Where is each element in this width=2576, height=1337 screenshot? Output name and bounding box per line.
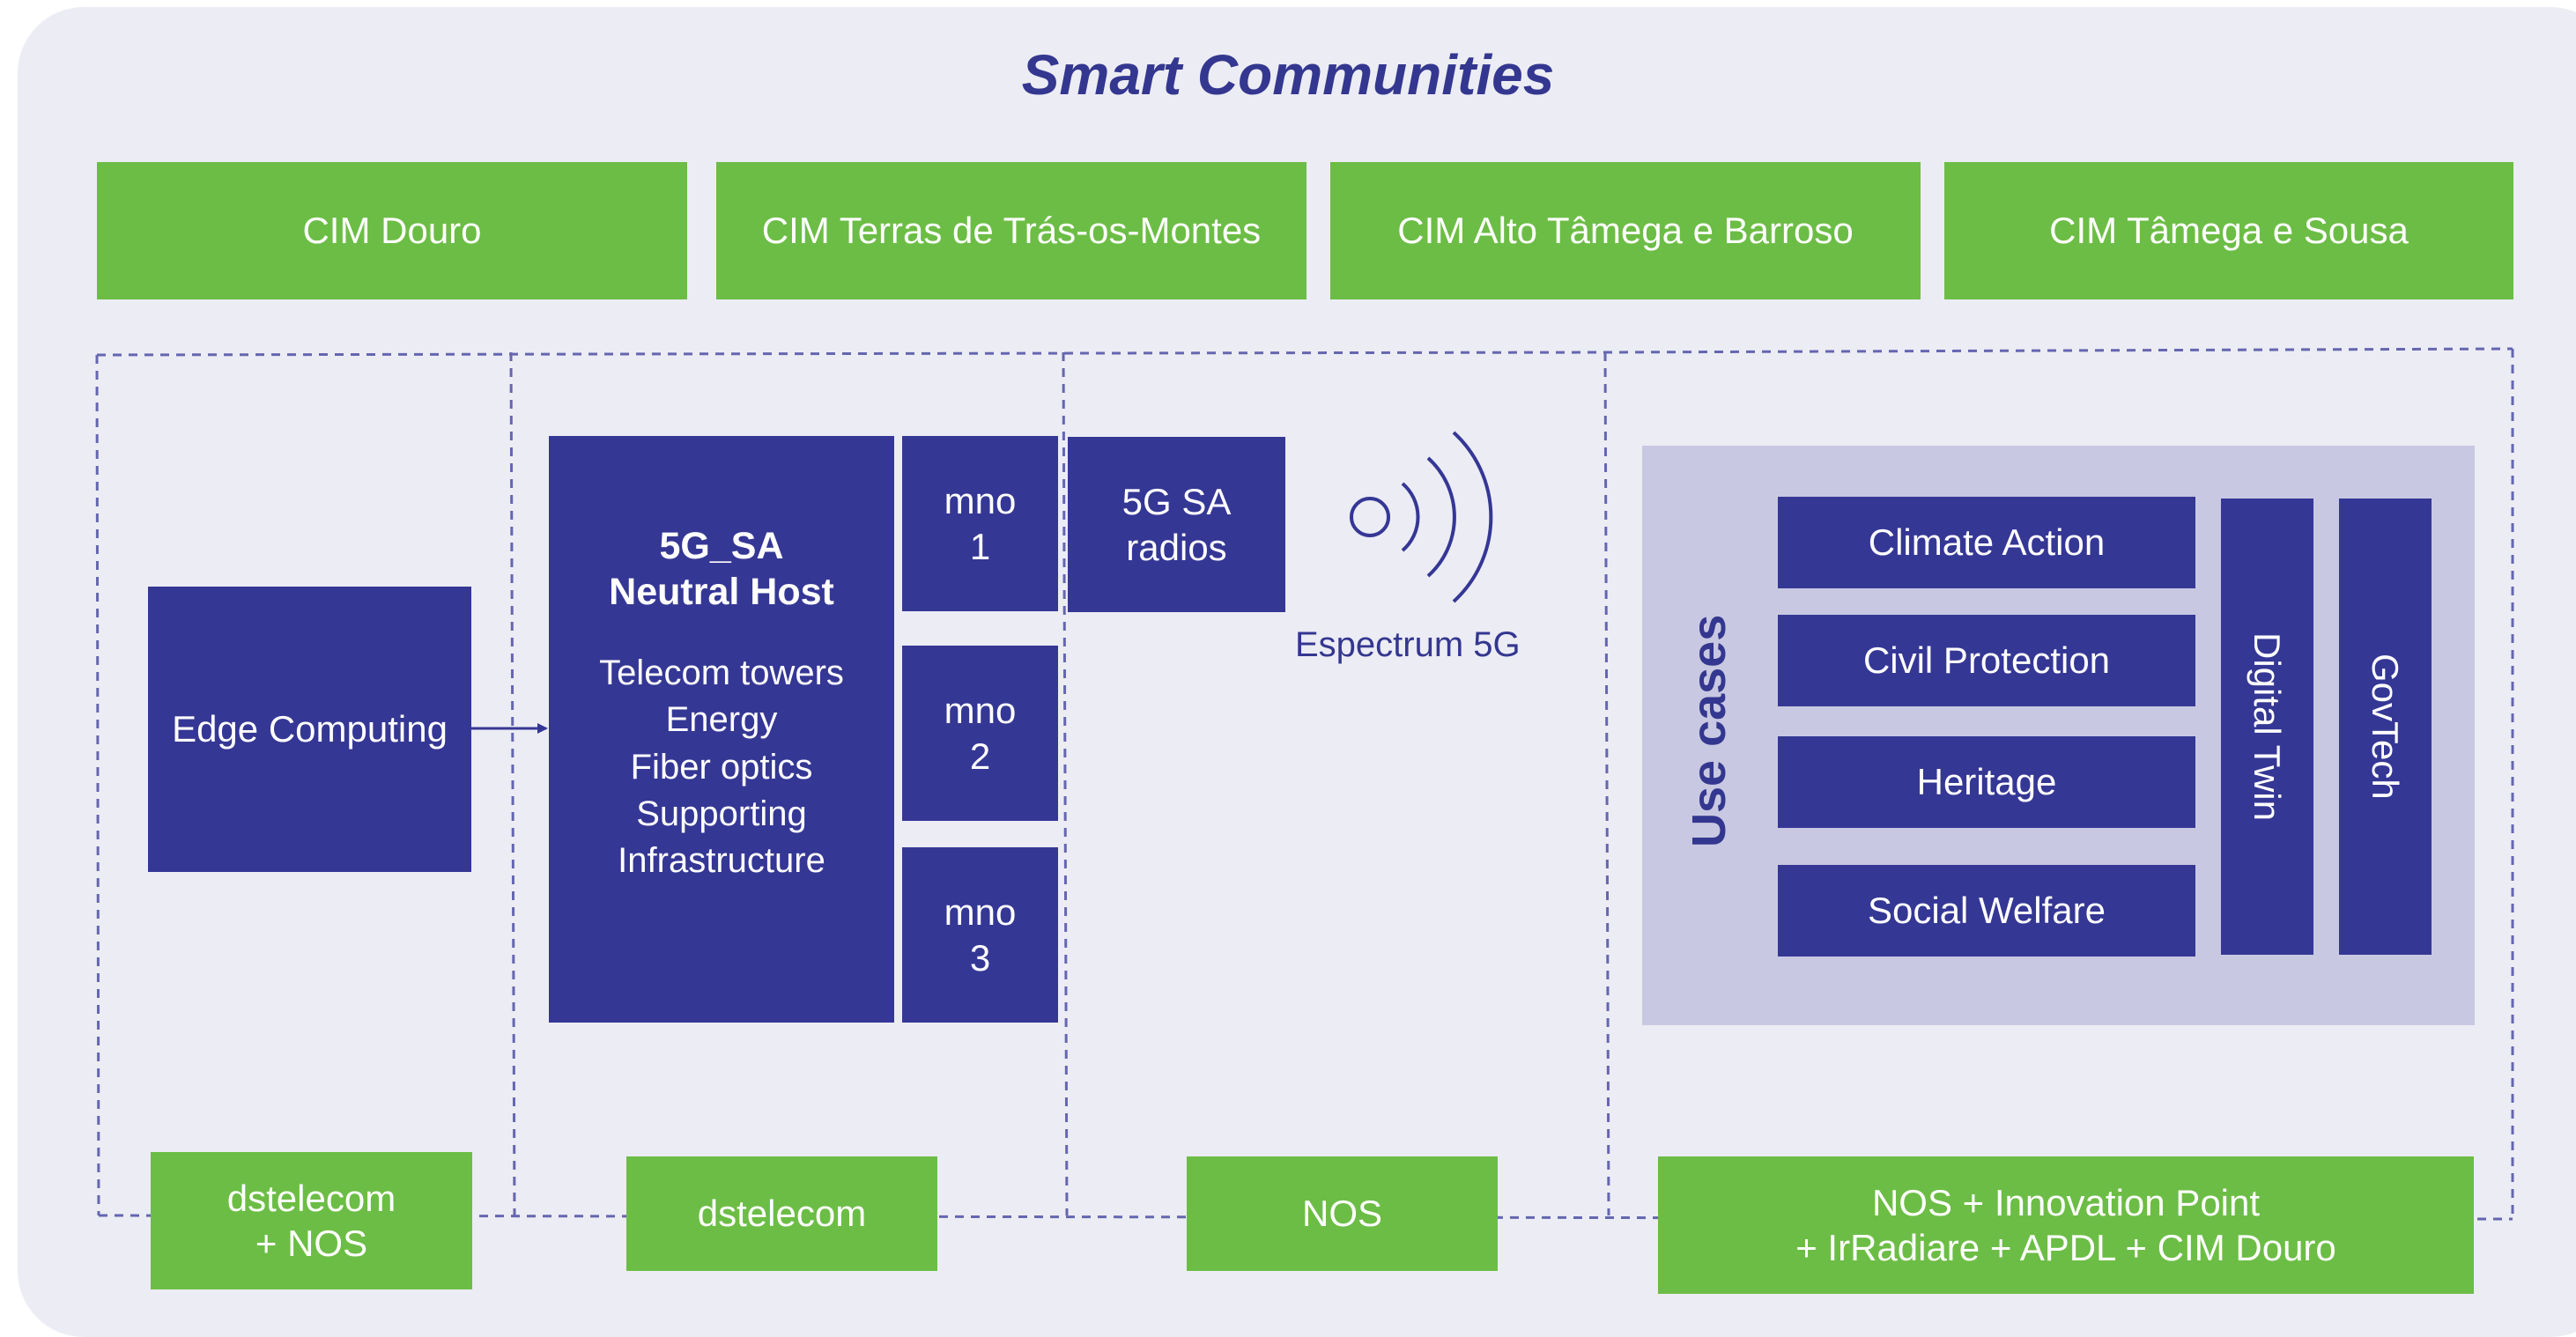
- use-case-civil-protection: Civil Protection: [1778, 615, 2195, 706]
- mno-2-box: mno 2: [902, 646, 1058, 821]
- neutral-host-box: 5G_SA Neutral Host Telecom towers Energy…: [549, 436, 894, 1023]
- use-cases-label: Use cases: [1683, 614, 1736, 848]
- govtech-label: GovTech: [2365, 654, 2407, 800]
- use-case-social-welfare: Social Welfare: [1778, 865, 2195, 957]
- partner-dstelecom: dstelecom: [626, 1156, 937, 1271]
- neutral-host-heading: 5G_SA Neutral Host: [609, 525, 834, 613]
- region-cim-tamega-sousa: CIM Tâmega e Sousa: [1944, 162, 2513, 299]
- partner-nos-innovation-point: NOS + Innovation Point + IrRadiare + APD…: [1658, 1156, 2474, 1294]
- digital-twin-box: Digital Twin: [2221, 499, 2313, 955]
- 5g-sa-radios-box: 5G SA radios: [1068, 437, 1285, 612]
- digital-twin-label: Digital Twin: [2247, 632, 2289, 821]
- use-case-heritage: Heritage: [1778, 736, 2195, 828]
- mno-1-box: mno 1: [902, 436, 1058, 611]
- edge-computing-box: Edge Computing: [148, 587, 471, 872]
- partner-dstelecom-nos: dstelecom + NOS: [151, 1152, 472, 1289]
- region-cim-douro: CIM Douro: [97, 162, 687, 299]
- diagram-title: Smart Communities: [1021, 43, 1555, 107]
- partner-nos: NOS: [1187, 1156, 1498, 1271]
- mno-3-box: mno 3: [902, 847, 1058, 1023]
- region-cim-alto-tamega-barroso: CIM Alto Tâmega e Barroso: [1330, 162, 1921, 299]
- neutral-host-items: Telecom towers Energy Fiber optics Suppo…: [599, 654, 844, 880]
- use-case-climate-action: Climate Action: [1778, 497, 2195, 588]
- espectrum-label: Espectrum 5G: [1295, 625, 1521, 664]
- govtech-box: GovTech: [2339, 499, 2432, 955]
- signal-waves-icon: [1350, 431, 1493, 603]
- region-cim-terras-tras-os-montes: CIM Terras de Trás-os-Montes: [716, 162, 1307, 299]
